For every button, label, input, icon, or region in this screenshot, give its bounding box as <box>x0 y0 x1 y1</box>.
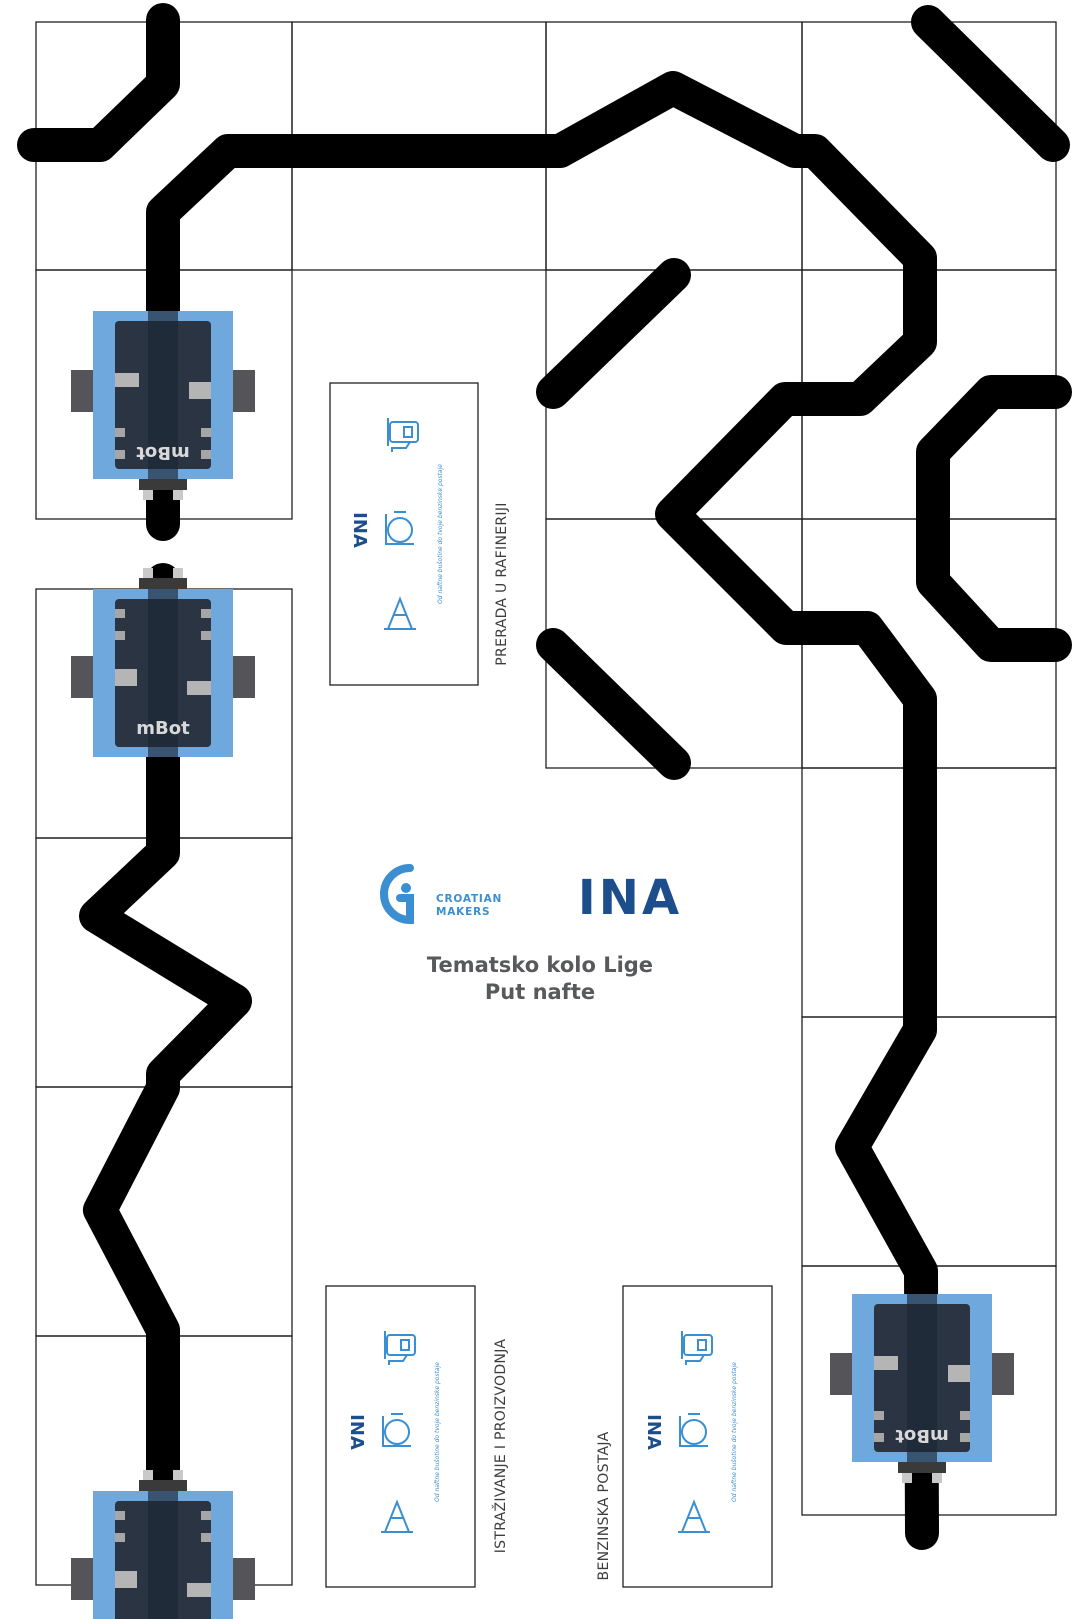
track-segment-main-top <box>146 71 939 1550</box>
card-label: BENZINSKA POSTAJA <box>596 1431 612 1580</box>
oil-drill-icon <box>384 596 416 630</box>
mbot-robot-1[interactable]: mBot <box>71 311 255 500</box>
oil-drill-icon <box>381 1499 413 1533</box>
croatian-text: CROATIAN <box>436 893 502 905</box>
card-brand: INA <box>346 1414 367 1450</box>
card-label: PRERADA U RAFINERIJI <box>494 502 510 665</box>
card-rafinerija: INA Od naftne bušotine do tvoje benzinsk… <box>329 382 510 686</box>
card-brand: INA <box>643 1414 664 1450</box>
mbot-robot-2[interactable]: mBot <box>71 568 255 757</box>
croatian-makers-logo: CROATIAN MAKERS <box>380 864 502 925</box>
track-segment-left-zigzag <box>79 563 252 1517</box>
card-caption: Od naftne bušotine do tvoje benzinske po… <box>437 464 444 604</box>
card-caption: Od naftne bušotine do tvoje benzinske po… <box>731 1362 738 1502</box>
track-segment-top-right <box>911 5 1070 162</box>
ina-logo: INA <box>578 870 682 926</box>
track <box>17 3 1072 1550</box>
refinery-icon <box>679 1413 708 1447</box>
card-caption: Od naftne bušotine do tvoje benzinske po… <box>434 1362 441 1502</box>
svg-text:mBot: mBot <box>136 718 190 739</box>
refinery-icon <box>382 1413 411 1447</box>
track-segment-mid-upper <box>536 258 691 409</box>
mbot-robot-3[interactable]: mBot <box>71 1470 255 1619</box>
makers-text: MAKERS <box>436 906 490 918</box>
card-benzinska: INA Od naftne bušotine do tvoje benzinsk… <box>596 1285 773 1588</box>
oil-drill-icon <box>678 1499 710 1533</box>
board-title: Tematsko kolo Lige <box>426 953 654 977</box>
track-segment-top-left <box>17 3 180 162</box>
svg-text:INA: INA <box>578 870 682 926</box>
card-brand: INA <box>349 512 370 548</box>
board-subtitle: Put nafte <box>484 980 596 1004</box>
mbot-robot-4[interactable]: mBot <box>830 1294 1014 1483</box>
track-segment-mid-lower <box>536 628 691 780</box>
card-label: ISTRAŽIVANJE I PROIZVODNJA <box>491 1339 509 1554</box>
refinery-icon <box>385 511 414 545</box>
svg-text:mBot: mBot <box>895 1425 949 1446</box>
track-segment-right-bracket <box>916 375 1072 662</box>
svg-text:mBot: mBot <box>136 442 190 463</box>
card-istrazivanje: INA Od naftne bušotine do tvoje benzinsk… <box>325 1285 509 1588</box>
